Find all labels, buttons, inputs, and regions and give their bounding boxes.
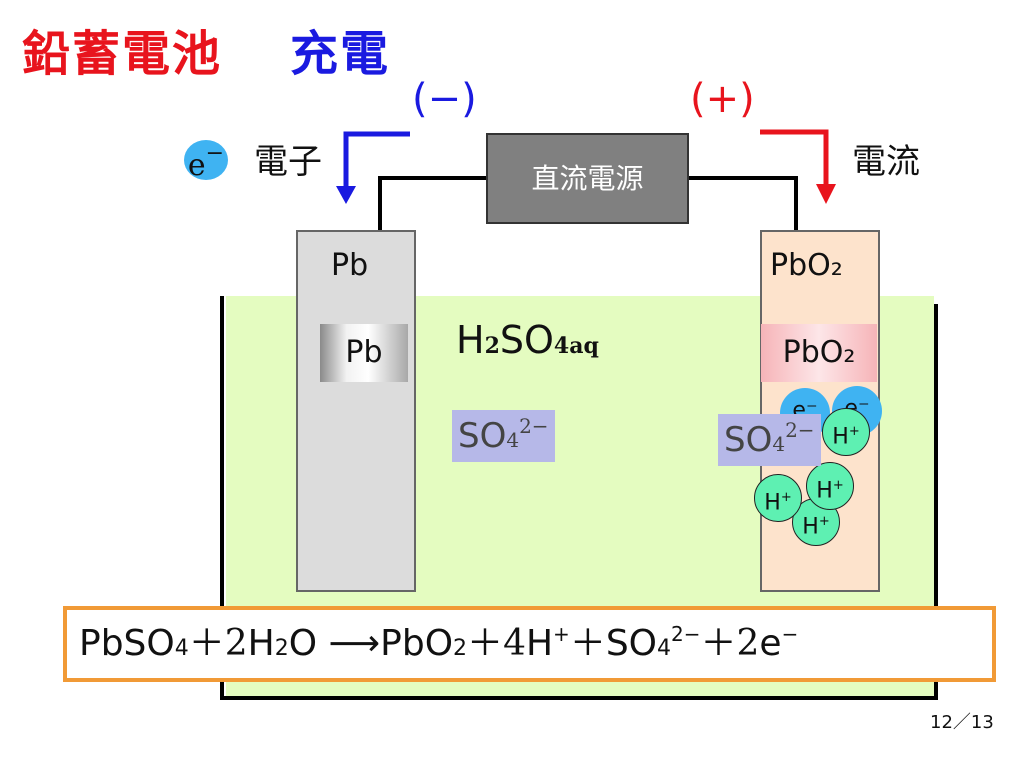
sulfate-ion: SO42− [452, 410, 555, 462]
electrolyte-formula: H2SO4aq [456, 318, 599, 362]
current-arrow [760, 129, 829, 186]
electrode-pb-label: Pb [331, 248, 369, 283]
wire-left [378, 176, 486, 230]
current-arrowhead [816, 184, 836, 204]
pbo2-deposit: PbO₂ [761, 324, 877, 382]
sulfate-ion: SO42− [718, 414, 821, 466]
electron-badge: e− [184, 140, 228, 183]
hydrogen-ion: H+ [806, 462, 854, 510]
hydrogen-ion: H+ [754, 474, 802, 522]
hydrogen-ion: H+ [822, 408, 870, 456]
title-main: 鉛蓄電池 [22, 26, 223, 82]
electron-arrow [343, 131, 410, 188]
title-sub: 充電 [290, 26, 391, 82]
electrode-pbo2-label: PbO₂ [770, 248, 843, 283]
positive-terminal-label: (+) [690, 76, 755, 122]
current-flow-label: 電流 [852, 142, 920, 182]
electron-arrowhead [336, 186, 356, 204]
page-number: 12／13 [930, 712, 994, 733]
negative-terminal-label: (−) [412, 76, 477, 122]
pb-deposit: Pb [320, 324, 408, 382]
electrode-pb [296, 230, 416, 592]
electron-flow-label: 電子 [254, 142, 322, 182]
reaction-equation: PbSO4＋2H2O ⟶PbO2＋4H+＋SO42−＋2e− [63, 606, 996, 682]
wire-right [689, 176, 798, 230]
dc-power-source: 直流電源 [486, 133, 689, 224]
vessel-wall [220, 296, 938, 700]
